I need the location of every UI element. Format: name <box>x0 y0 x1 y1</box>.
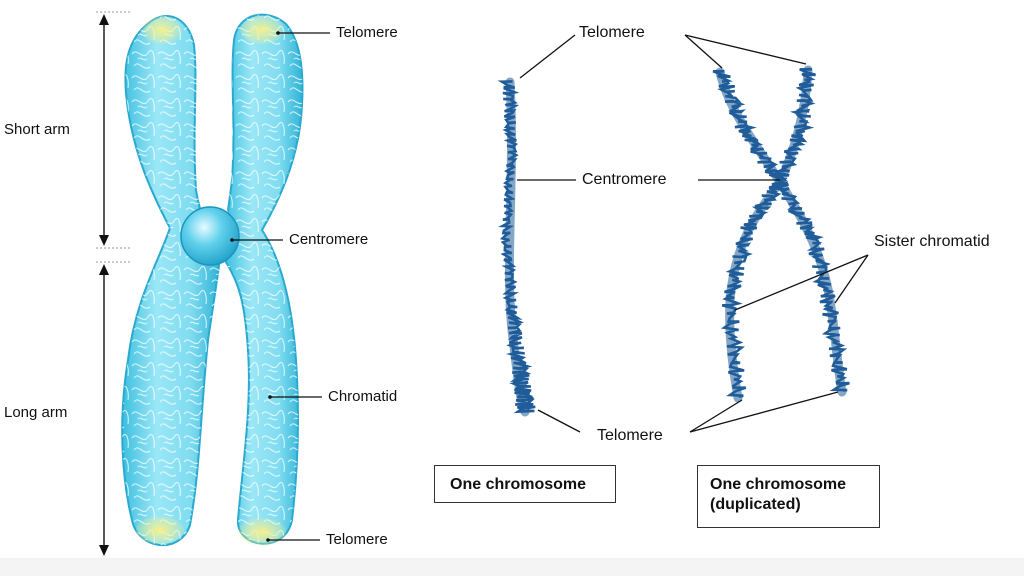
bottom-band <box>0 558 1024 576</box>
telomere-tip-top-left <box>142 16 182 44</box>
single-chromosome-strand <box>497 77 536 417</box>
chromatid-label: Chromatid <box>328 388 398 405</box>
duplicated-chromosome-box: One chromosome (duplicated) <box>697 465 880 528</box>
telomere-top-right-label: Telomere <box>579 24 645 41</box>
short-arm-label: Short arm <box>4 121 70 138</box>
sister-chromatid-label: Sister chromatid <box>874 233 990 250</box>
duplicated-line1: One chromosome <box>710 476 847 493</box>
long-arm-label: Long arm <box>4 404 68 421</box>
telomere-tip-top-right <box>240 16 284 44</box>
duplicated-chromosome-strands <box>712 65 850 403</box>
telomere-tip-bottom-right <box>238 518 286 546</box>
telomere-bottom-right-label: Telomere <box>597 427 663 444</box>
chromatin-texture <box>122 14 303 546</box>
telomere-top-left-label: Telomere <box>336 24 398 41</box>
telomere-bottom-left-label: Telomere <box>326 531 388 548</box>
one-chromosome-text: One chromosome <box>450 476 587 493</box>
centromere-right-label: Centromere <box>582 171 667 188</box>
left-leader-lines <box>230 31 330 542</box>
centromere-left-label: Centromere <box>289 231 369 248</box>
duplicated-line2: (duplicated) <box>710 496 801 513</box>
right-leader-lines <box>517 34 869 433</box>
left-chromosome <box>121 13 304 547</box>
arm-length-markers <box>96 11 130 556</box>
centromere-ball <box>180 206 240 266</box>
one-chromosome-box: One chromosome <box>434 465 616 503</box>
telomere-tip-bottom-left <box>136 516 184 544</box>
